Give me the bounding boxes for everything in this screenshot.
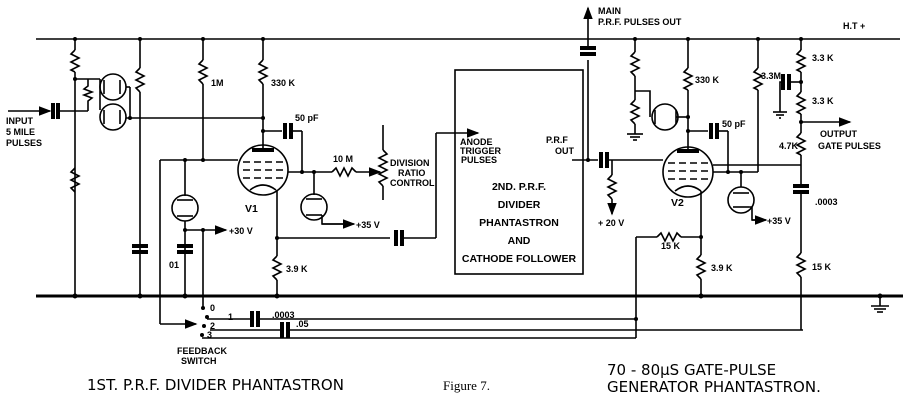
block-in-2: TRIGGER <box>460 146 502 156</box>
pot-label-2: RATIO <box>398 168 425 178</box>
r15k-fb-label: 15 K <box>661 241 681 251</box>
main-out-2: P.R.F. PULSES OUT <box>598 17 682 27</box>
r1m-label: 1M <box>211 78 224 88</box>
block-title-2: DIVIDER <box>498 199 541 211</box>
block-out-1: P.R.F <box>546 135 568 145</box>
left-caption: 1ST. P.R.F. DIVIDER PHANTASTRON <box>87 376 344 394</box>
block-title-3: PHANTASTRON <box>479 217 559 229</box>
block-out-2: OUT <box>555 146 575 156</box>
valve-v1 <box>237 144 289 196</box>
block-in-1: ANODE <box>460 137 493 147</box>
sw-c2-label: .05 <box>296 319 309 329</box>
feedback-label-1: FEEDBACK <box>177 346 228 356</box>
r330k-label: 330 K <box>271 78 296 88</box>
c50pf-v2-label: 50 pF <box>722 119 746 129</box>
block-box <box>454 69 584 275</box>
diode-v1-grid <box>300 193 328 221</box>
v35-v2-label: +35 V <box>767 216 791 226</box>
diode-lower <box>99 103 127 131</box>
c01-label: 01 <box>169 260 179 270</box>
feedback-label-2: SWITCH <box>181 356 217 366</box>
r15k-label: 15 K <box>812 262 832 272</box>
block-in-3: PULSES <box>461 155 497 165</box>
r10m-label: 10 M <box>333 154 353 164</box>
output-label-2: GATE PULSES <box>818 141 881 151</box>
v2-label: V2 <box>671 197 684 209</box>
right-caption-line2: GENERATOR PHANTASTRON. <box>607 378 821 396</box>
valve-v2 <box>662 146 714 198</box>
output-label-1: OUTPUT <box>820 129 858 139</box>
ht-label: H.T + <box>843 21 865 31</box>
stage1: 1M 330 K 50 pF V1 <box>132 37 803 366</box>
input-section: INPUT 5 MILE PULSES <box>6 37 263 299</box>
c0003-label: .0003 <box>815 197 838 207</box>
sw-pos-0: 0 <box>210 303 215 313</box>
input-label-1: INPUT <box>6 116 34 126</box>
feedback-switch[interactable]: 0 1 2 3 <box>160 303 233 340</box>
block-title-5: CATHODE FOLLOWER <box>462 253 577 265</box>
r3k3a-label: 3.3 K <box>812 53 834 63</box>
r3m3-label: 3.3M <box>761 71 781 81</box>
stage2: MAIN P.R.F. PULSES OUT + 20 V 330 K <box>572 6 889 330</box>
v30-label: +30 V <box>229 226 253 236</box>
sw-pos-2: 2 <box>210 321 215 331</box>
v1-label: V1 <box>245 203 258 215</box>
block-title-1: 2ND. P.R.F. <box>492 181 546 193</box>
figure-label: Figure 7. <box>443 378 490 393</box>
diode-v1-clamp <box>171 194 199 222</box>
diode-v2-anode <box>651 103 679 131</box>
pot-label-3: CONTROL <box>390 178 435 188</box>
pot-label-1: DIVISION <box>390 158 430 168</box>
r3k9-v1-label: 3.9 K <box>286 264 308 274</box>
main-out-1: MAIN <box>598 6 621 16</box>
r3k3b-label: 3.3 K <box>812 96 834 106</box>
sw-pos-1: 1 <box>228 312 233 322</box>
r3k9-v2-label: 3.9 K <box>711 263 733 273</box>
input-label-3: PULSES <box>6 138 42 148</box>
sw-pos-3: 3 <box>207 330 212 340</box>
r4k7-label: 4.7K <box>779 141 799 151</box>
diode-v2-clamp <box>727 186 755 214</box>
c50pf-label: 50 pF <box>295 113 319 123</box>
v20-label: + 20 V <box>598 218 624 228</box>
block-title-4: AND <box>508 235 531 247</box>
v35-v1-label: +35 V <box>356 220 380 230</box>
input-label-2: 5 MILE <box>6 127 35 137</box>
r330k-v2-label: 330 K <box>695 75 720 85</box>
sw-c1-label: .0003 <box>272 310 295 320</box>
divider-block: ANODE TRIGGER PULSES P.R.F OUT 2ND. P.R.… <box>454 69 584 275</box>
right-caption-line1: 70 - 80μS GATE-PULSE <box>607 361 776 379</box>
